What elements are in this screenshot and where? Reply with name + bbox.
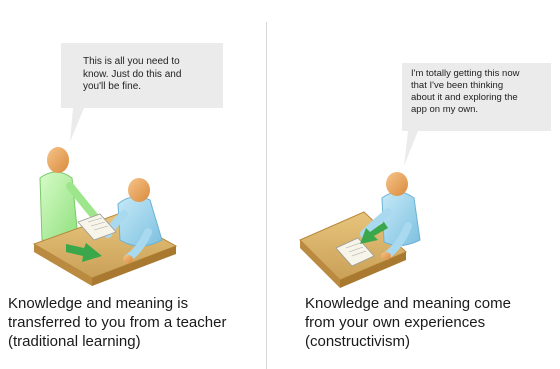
right-paper <box>335 237 375 267</box>
left-paper <box>77 213 117 241</box>
teacher-speech-text: This is all you need to know. Just do th… <box>83 56 182 92</box>
traditional-learning-panel: This is all you need to know. Just do th… <box>0 0 266 369</box>
panel-divider <box>266 22 267 369</box>
traditional-learning-caption: Knowledge and meaning is transferred to … <box>8 295 227 350</box>
learner-speech-bubble <box>402 63 551 166</box>
teacher-speech-bubble <box>61 43 223 142</box>
learner-head <box>386 172 408 196</box>
student-head <box>128 178 150 202</box>
transfer-arrow-icon <box>66 243 102 262</box>
constructivism-panel: I'm totally getting this now that I've b… <box>267 0 560 369</box>
student-figure <box>104 178 163 263</box>
learner-figure <box>360 172 421 260</box>
teacher-head <box>47 147 69 173</box>
learner-speech-text: I'm totally getting this now that I've b… <box>411 68 520 115</box>
self-discovery-arrow-icon <box>360 222 388 244</box>
constructivism-caption: Knowledge and meaning come from your own… <box>305 295 511 350</box>
